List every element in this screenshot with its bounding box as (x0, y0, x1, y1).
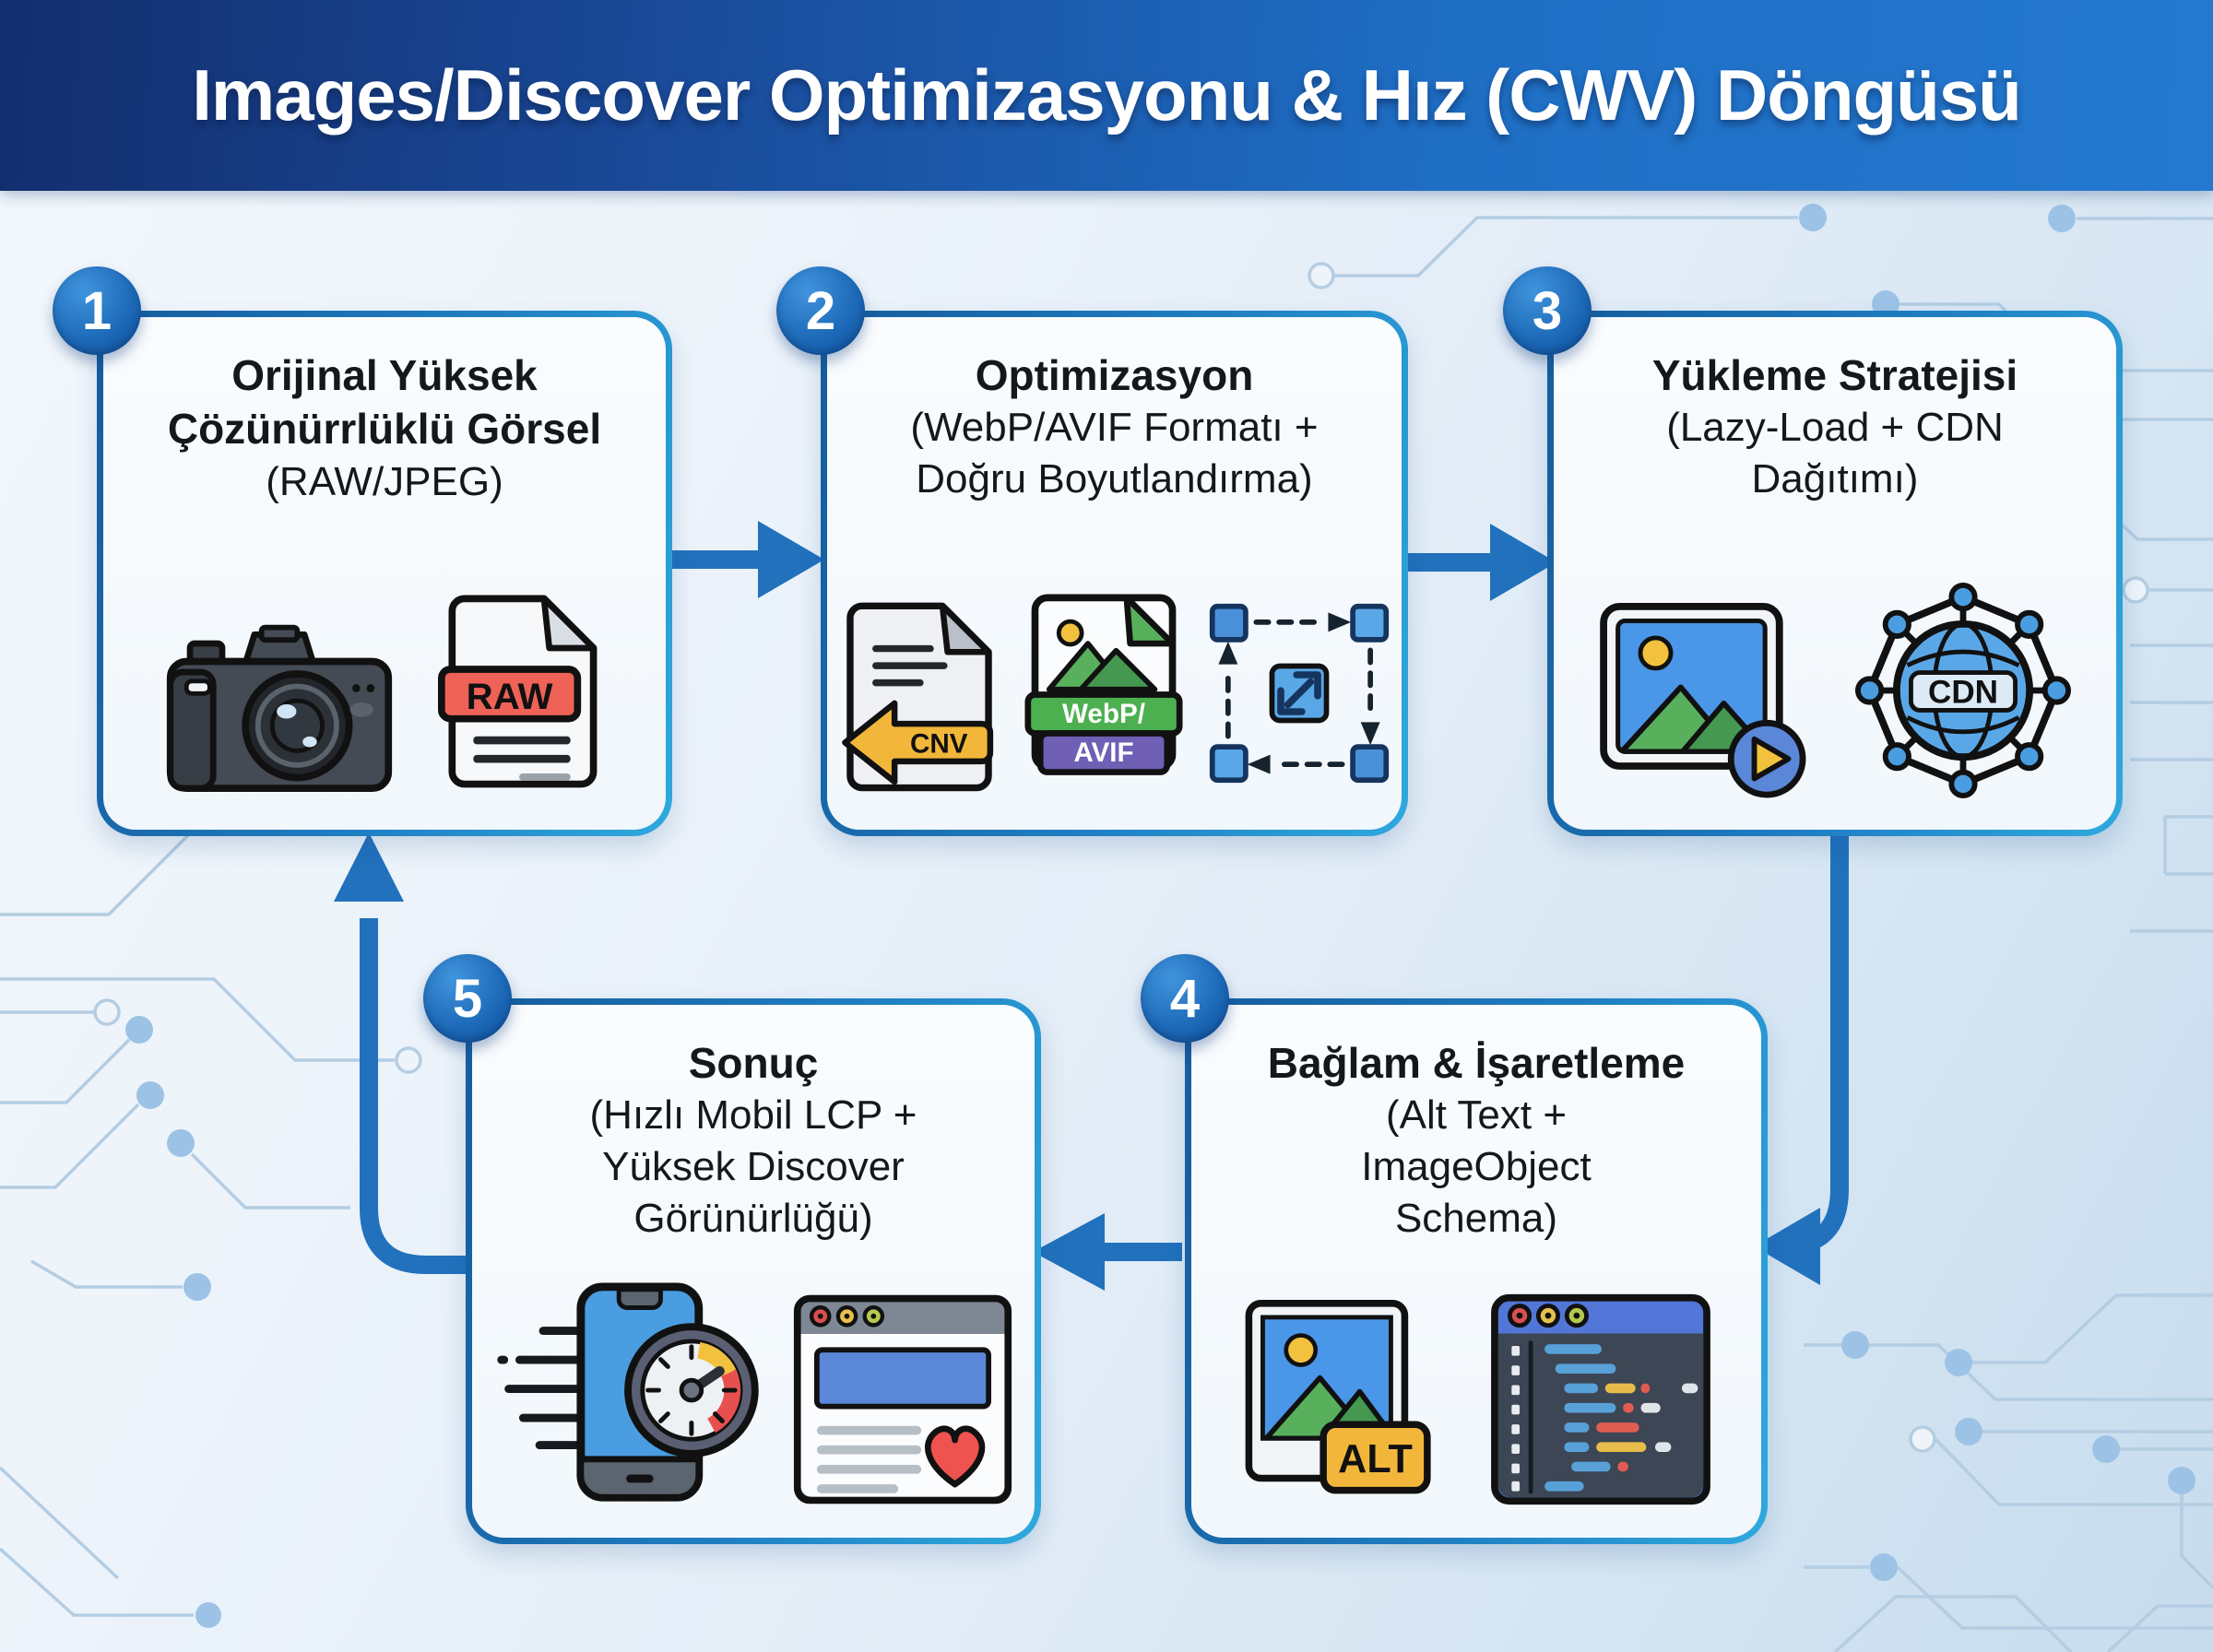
step-4-title: Bağlam & İşaretleme (1267, 1039, 1686, 1087)
step-5-subtitle: (Hızlı Mobil LCP + Yüksek Discover Görün… (589, 1092, 917, 1242)
step-2-subtitle: (WebP/AVIF Formatı + Doğru Boyutlandırma… (910, 405, 1319, 502)
step-2-title: Optimizasyon (975, 351, 1254, 399)
convert-file-icon: CNV (841, 602, 993, 792)
arrow-step3-to-step4 (1782, 825, 1849, 1256)
arrowhead-left-icon (1754, 1208, 1820, 1285)
step-4-number: 4 (1169, 968, 1201, 1029)
browser-heart-icon (793, 1294, 1012, 1504)
step-5-title: Sonuç (688, 1039, 819, 1087)
step-1-subtitle: (RAW/JPEG) (266, 458, 503, 504)
step-3-card: Yükleme Stratejisi (Lazy-Load + CDN Dağı… (1547, 311, 2123, 836)
cnv-label: CNV (910, 729, 968, 760)
step-5-number-badge: 5 (423, 954, 512, 1043)
camera-icon (166, 624, 393, 792)
step-3-title: Yükleme Stratejisi (1651, 351, 2018, 399)
step-3-number: 3 (1532, 280, 1563, 341)
resize-icon (1209, 603, 1389, 784)
arrow-step5-to-step1 (360, 918, 470, 1274)
cdn-globe-icon: CDN (1855, 583, 2071, 798)
step-1-title: Orijinal Yüksek Çözünürrlüklü Görsel (167, 351, 602, 454)
page-title: Images/Discover Optimizasyonu & Hız (CWV… (192, 54, 2022, 136)
cdn-label: CDN (1928, 675, 1998, 711)
step-1-number: 1 (81, 280, 112, 341)
arrowhead-right-icon (758, 521, 824, 598)
step-3-subtitle: (Lazy-Load + CDN Dağıtımı) (1666, 405, 2004, 502)
raw-file-icon: RAW (438, 595, 598, 788)
step-2-number: 2 (805, 280, 836, 341)
alt-label: ALT (1338, 1437, 1413, 1481)
raw-label: RAW (467, 676, 553, 717)
step-5-card: Sonuç (Hızlı Mobil LCP + Yüksek Discover… (466, 998, 1041, 1544)
code-editor-icon (1491, 1293, 1710, 1505)
step-4-number-badge: 4 (1141, 954, 1229, 1043)
step-4-card: Bağlam & İşaretleme (Alt Text + ImageObj… (1185, 998, 1768, 1544)
arrowhead-up-icon (334, 832, 404, 902)
step-5-number: 5 (452, 968, 483, 1029)
step-4-subtitle: (Alt Text + ImageObject Schema) (1361, 1092, 1592, 1242)
arrowhead-left-icon (1033, 1213, 1105, 1291)
webp-avif-file-icon: WebP/ AVIF (1024, 594, 1183, 775)
step-2-card: Optimizasyon (WebP/AVIF Formatı + Doğru … (821, 311, 1408, 836)
arrowhead-right-icon (1490, 524, 1556, 601)
image-play-icon (1600, 602, 1806, 798)
alt-photo-icon: ALT (1245, 1300, 1431, 1494)
webp-label: WebP/ (1062, 699, 1145, 729)
step-1-number-badge: 1 (53, 266, 141, 355)
step-1-card: Orijinal Yüksek Çözünürrlüklü Görsel (RA… (97, 311, 672, 836)
step-3-number-badge: 3 (1503, 266, 1592, 355)
phone-speed-icon (497, 1282, 759, 1502)
step-2-number-badge: 2 (776, 266, 865, 355)
header: Images/Discover Optimizasyonu & Hız (CWV… (0, 0, 2213, 191)
avif-label: AVIF (1073, 738, 1133, 768)
